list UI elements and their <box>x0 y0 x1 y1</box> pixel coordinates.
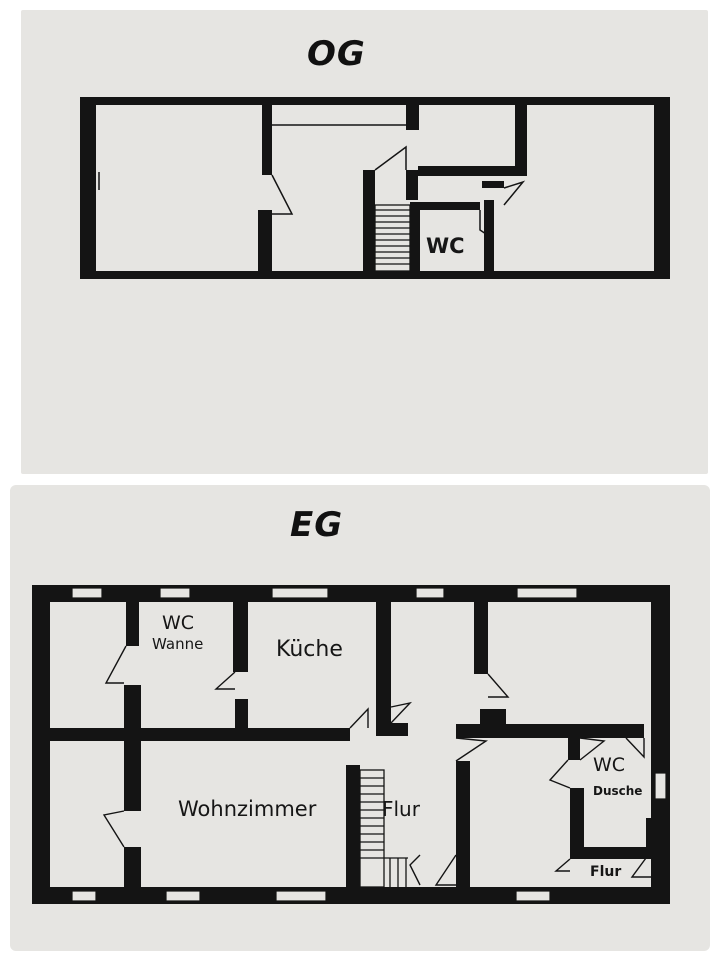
eg-kueche-label: Küche <box>276 637 343 662</box>
eg-wc-dusche-label-line1: WC <box>593 754 626 776</box>
og-floorplan-drawing <box>80 97 670 279</box>
eg-flur-label: Flur <box>382 797 420 821</box>
eg-wc-wanne-label-line2: Wanne <box>152 635 204 653</box>
eg-floorplan-drawing <box>32 585 670 904</box>
eg-staircase <box>359 769 408 888</box>
eg-windows <box>71 587 667 902</box>
og-plan-sheet: OG WC <box>21 10 708 474</box>
eg-wc-dusche-label-line2: Dusche <box>593 784 643 798</box>
og-floor-title: OG <box>307 34 366 74</box>
og-walls <box>80 97 670 279</box>
eg-plan-sheet: EG WC Wanne Küche Wohnzimmer Flur WC Dus… <box>10 485 710 951</box>
og-staircase <box>374 204 411 272</box>
eg-floor-title: EG <box>290 505 344 545</box>
eg-flur-small-label: Flur <box>590 864 622 880</box>
og-door-swings <box>271 124 526 235</box>
eg-wc-wanne-label-line1: WC <box>162 612 195 634</box>
eg-door-swings <box>102 645 656 886</box>
eg-walls <box>32 585 670 904</box>
og-wc-label: WC <box>426 234 465 258</box>
eg-wohnzimmer-label: Wohnzimmer <box>178 797 317 821</box>
